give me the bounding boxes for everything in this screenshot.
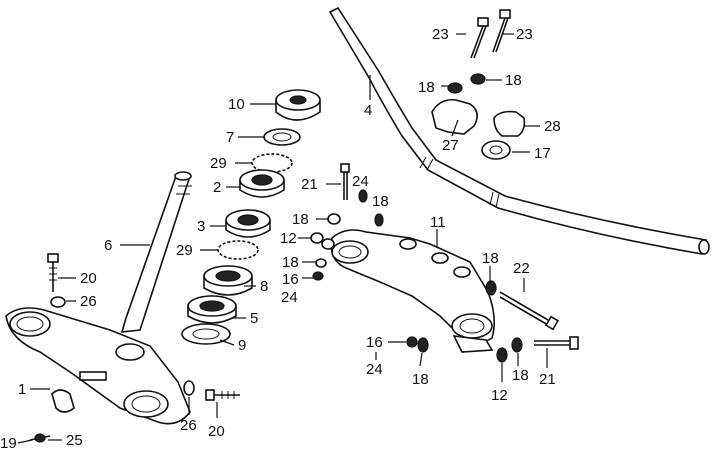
washer-18f (315, 258, 327, 268)
callout-26b: 26 (180, 417, 197, 434)
callout-9: 9 (238, 337, 246, 354)
handlebar-holder-bolts (470, 9, 511, 59)
callout-1: 1 (18, 381, 26, 398)
callout-16a: 16 (282, 271, 299, 288)
bolt-22 (485, 280, 560, 331)
callout-6: 6 (104, 237, 112, 254)
washer-18g (417, 337, 429, 353)
callout-21a: 21 (301, 176, 318, 193)
washer-18e (327, 213, 341, 225)
washer-17 (481, 140, 511, 160)
callout-18f: 18 (282, 254, 299, 271)
callout-12a: 12 (280, 230, 297, 247)
callout-18a: 18 (418, 79, 435, 96)
callout-20b: 20 (208, 423, 225, 440)
callout-29b: 29 (176, 242, 193, 259)
upper-ball-race (225, 209, 271, 238)
callout-18h: 18 (512, 367, 529, 384)
washer-7 (263, 128, 301, 146)
pinch-bolt-20a (47, 253, 59, 292)
steering-stem-nut (275, 89, 321, 121)
upper-fork-bridge (330, 229, 496, 353)
handlebar-cap (493, 110, 526, 137)
callout-23a: 23 (432, 26, 449, 43)
clamp-screw (29, 433, 51, 443)
handlebar (328, 6, 710, 255)
callout-24b: 24 (281, 289, 298, 306)
callout-4: 4 (364, 102, 372, 119)
callout-17: 17 (534, 145, 551, 162)
callout-23b: 23 (516, 26, 533, 43)
steering-stem (120, 171, 192, 333)
callout-21b: 21 (539, 371, 556, 388)
callout-18e: 18 (292, 211, 309, 228)
handlebar-upper-holder (431, 98, 478, 135)
callout-18b: 18 (505, 72, 522, 89)
nut-16a (312, 271, 324, 281)
callout-19: 19 (0, 435, 17, 452)
callout-29a: 29 (210, 155, 227, 172)
callout-26a: 26 (80, 293, 97, 310)
lower-ball-race (203, 265, 253, 296)
steel-balls-lower (217, 240, 259, 260)
upper-cone-race (239, 169, 285, 198)
steel-balls-upper (251, 153, 293, 173)
washer-18c (358, 189, 368, 203)
callout-25: 25 (66, 432, 83, 449)
washer-26b (183, 380, 195, 396)
callout-20a: 20 (80, 270, 97, 287)
callout-16b: 16 (366, 334, 383, 351)
dust-seal (181, 323, 231, 345)
callout-28: 28 (544, 118, 561, 135)
callout-18g: 18 (412, 371, 429, 388)
bolt-21a (340, 163, 350, 200)
callout-2: 2 (213, 179, 221, 196)
callout-7: 7 (226, 129, 234, 146)
callout-5: 5 (250, 310, 258, 327)
pinch-bolt-20b (205, 389, 240, 401)
callouts: 23 23 18 18 4 27 28 17 10 7 29 2 3 29 8 … (0, 26, 561, 452)
callout-22: 22 (513, 260, 530, 277)
nut-16b (406, 336, 418, 348)
cable-clamp (51, 389, 75, 413)
washer-18h (511, 337, 523, 353)
washer-26a (50, 296, 66, 308)
lower-fork-bridge (5, 307, 191, 425)
bolt-21b (534, 336, 579, 350)
callout-18c: 18 (372, 193, 389, 210)
collar-12b (496, 347, 508, 363)
callout-18d: 18 (482, 250, 499, 267)
callout-8: 8 (260, 278, 268, 295)
washer-18d (374, 213, 384, 227)
callout-3: 3 (197, 218, 205, 235)
collar-12 (310, 232, 324, 244)
callout-27: 27 (442, 137, 459, 154)
callout-11: 11 (430, 214, 446, 231)
callout-24c: 24 (366, 361, 383, 378)
callout-10: 10 (228, 96, 245, 113)
lower-cone-race (187, 295, 237, 324)
washer-18b (470, 73, 486, 85)
callout-12b: 12 (491, 387, 508, 404)
callout-24a: 24 (352, 173, 369, 190)
leader-lines (17, 33, 548, 444)
washer-18a (447, 82, 463, 94)
